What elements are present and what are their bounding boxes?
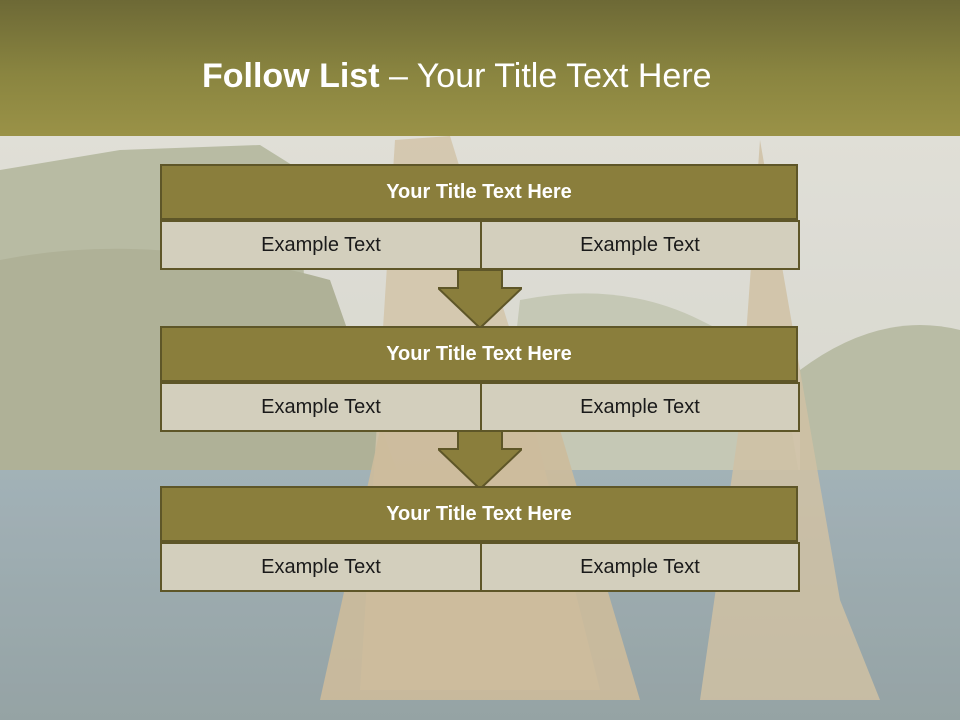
block-cell-right: Example Text: [480, 542, 800, 592]
block-cell-left: Example Text: [160, 220, 482, 270]
title-bold: Follow List: [202, 57, 380, 95]
block-cell-right: Example Text: [480, 220, 800, 270]
block-title: Your Title Text Here: [160, 486, 798, 542]
title-subtitle: – Your Title Text Here: [379, 57, 712, 95]
block-title: Your Title Text Here: [160, 326, 798, 382]
page-title: Follow List – Your Title Text Here: [202, 54, 712, 98]
down-arrow-icon: [438, 270, 522, 330]
down-arrow-icon: [438, 431, 522, 491]
header-band: Follow List – Your Title Text Here: [0, 0, 960, 136]
block-cell-left: Example Text: [160, 542, 482, 592]
block-cell-right: Example Text: [480, 382, 800, 432]
block-cell-left: Example Text: [160, 382, 482, 432]
block-title: Your Title Text Here: [160, 164, 798, 220]
